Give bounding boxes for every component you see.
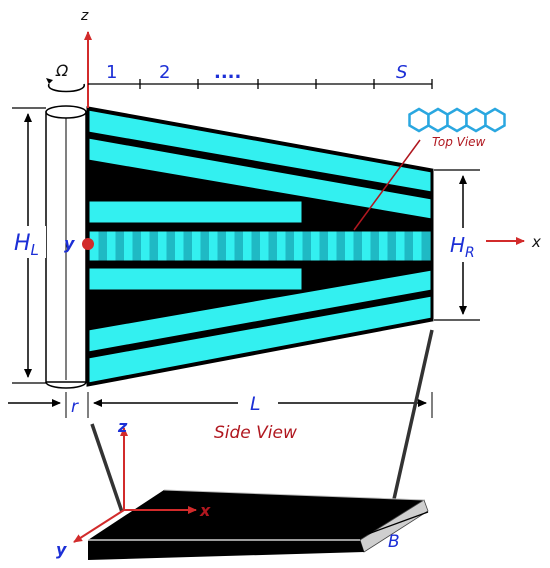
- r-l-dimension: [8, 392, 433, 418]
- hl-label: H: [14, 231, 31, 256]
- rotation-arrow-icon: [46, 78, 85, 93]
- hexagon-cell: [408, 107, 430, 133]
- z-axis-label-top: z: [80, 8, 89, 24]
- y-axis-label-bottom: y: [56, 540, 67, 559]
- hexagon-strip-icon: [408, 107, 506, 133]
- hr-label: H: [450, 233, 465, 257]
- svg-text:HR: HR: [450, 233, 475, 261]
- hexagon-cell: [427, 107, 449, 133]
- hr-subscript: R: [465, 245, 475, 261]
- connector-left: [90, 423, 124, 513]
- top-view-pointer-line: [353, 139, 421, 231]
- cyan-layers: [88, 109, 432, 384]
- segment-dots-label: ....: [214, 62, 241, 83]
- l-label: L: [250, 393, 261, 415]
- b-dimension: [367, 511, 429, 535]
- svg-text:HL: HL: [14, 231, 39, 259]
- hl-subscript: L: [31, 241, 39, 259]
- hl-label-bg: [10, 226, 46, 258]
- top-view-label: Top View: [432, 135, 486, 149]
- connector-right: [390, 329, 434, 509]
- x-axis-label-bottom: x: [199, 501, 211, 520]
- hr-dimension: [434, 169, 480, 321]
- plate-3d: [88, 489, 429, 560]
- hexagon-cell: [446, 107, 468, 133]
- segment-1-label: 1: [106, 62, 117, 83]
- segment-s-label: S: [396, 62, 407, 83]
- omega-label: Ω: [55, 61, 69, 80]
- r-label: r: [71, 397, 79, 417]
- segment-ruler: [88, 79, 433, 89]
- side-view-label: Side View: [214, 423, 297, 443]
- hexagon-cell: [465, 107, 487, 133]
- z-axis-label-bottom: z: [117, 417, 128, 436]
- side-view-body: [86, 106, 434, 387]
- segment-2-label: 2: [159, 62, 170, 83]
- x-axis-label-right: x: [531, 233, 541, 251]
- origin-dot: [82, 238, 94, 250]
- y-axis-arrow-bottom: [73, 509, 125, 543]
- hexagon-cell: [484, 107, 506, 133]
- b-label: B: [388, 532, 400, 552]
- y-origin-label: y: [64, 234, 75, 253]
